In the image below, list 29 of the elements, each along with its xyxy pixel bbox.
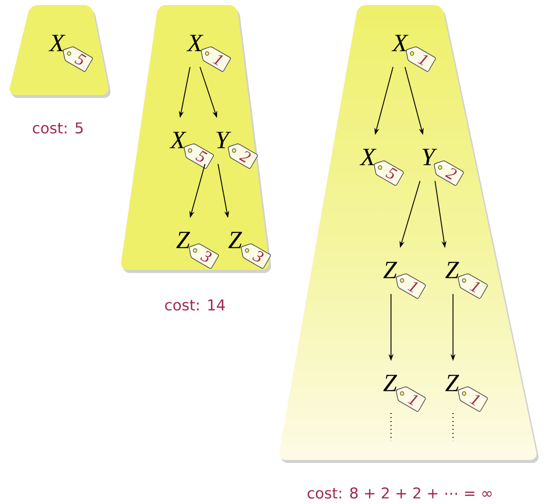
variable-letter: Z xyxy=(383,262,398,278)
variable-letter: Z xyxy=(383,374,398,392)
panel xyxy=(10,5,111,98)
price-tag: 3 xyxy=(188,244,219,269)
price-tag: 5 xyxy=(62,46,93,72)
variable-letter: X xyxy=(392,34,408,52)
price-tag: 5 xyxy=(184,144,214,169)
price-tag: 1 xyxy=(458,274,488,299)
variable-letter: X xyxy=(360,148,376,166)
variable-letter: Z xyxy=(445,262,460,278)
price-tag: 5 xyxy=(374,160,404,186)
variable-letter: Z xyxy=(445,374,460,392)
price-tag: 2 xyxy=(228,144,258,169)
price-tag: 1 xyxy=(406,46,436,72)
variable-letter: X xyxy=(186,34,204,52)
price-tag: 2 xyxy=(434,160,464,186)
price-tag: 1 xyxy=(458,386,488,412)
price-tag: 3 xyxy=(240,244,271,269)
price-tag: 1 xyxy=(396,274,426,299)
variable-letter: X xyxy=(48,34,66,52)
variable-letter: Z xyxy=(176,232,190,248)
panel xyxy=(121,5,272,273)
price-tag: 1 xyxy=(396,386,426,412)
cost-caption: cost: 5 xyxy=(32,122,83,134)
variable-letter: X xyxy=(170,132,186,148)
cost-caption: cost: 8 + 2 + 2 + ⋯ = ∞ xyxy=(308,487,492,499)
price-tag: 1 xyxy=(200,46,231,72)
cost-caption: cost: 14 xyxy=(165,299,225,311)
variable-letter: Z xyxy=(228,232,242,248)
